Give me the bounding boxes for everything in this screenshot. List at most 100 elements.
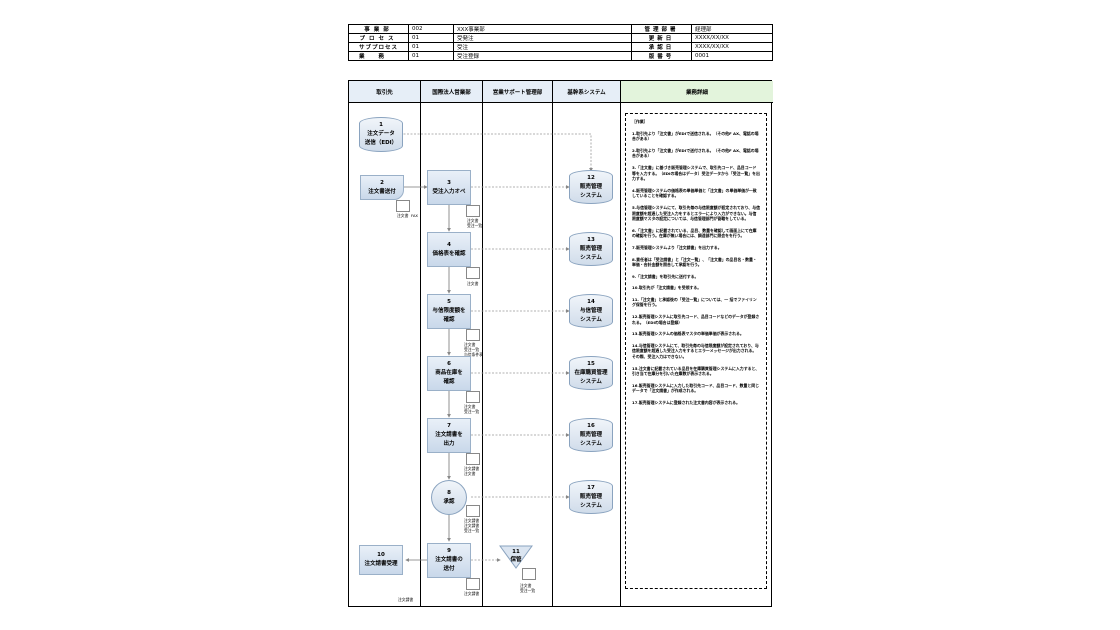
storage-triangle-icon — [499, 545, 533, 569]
doc-label: FAX — [411, 213, 419, 218]
document-icon — [466, 391, 480, 403]
step-label: 販売管理 — [579, 493, 602, 500]
step-3-order-entry[interactable]: 3 受注入力オペ — [427, 170, 471, 205]
detail-item: 4.販売管理システムの価格表の単価単価と「注文書」の単価単価が一致していることを… — [632, 187, 757, 199]
step-label: 出力 — [443, 441, 455, 447]
step-2-order-send[interactable]: 2 注文書送付 — [360, 175, 404, 200]
step-label: 注文請書を — [435, 432, 463, 438]
step-number: 16 — [587, 422, 595, 429]
lane-header-system: 基幹系システム — [553, 81, 621, 103]
step-number: 3 — [447, 179, 451, 186]
doc-label: 注文書 — [520, 583, 532, 588]
step-5-credit-limit-check[interactable]: 5 与信限度額を 確認 — [427, 294, 471, 329]
doc-label: 受注一覧 — [464, 528, 480, 533]
lane-header-detail: 業務詳細 — [621, 81, 773, 103]
step-number: 12 — [587, 174, 595, 181]
step-1-edi-send[interactable]: 1 注文データ 送信（EDI） — [359, 117, 403, 152]
step-label: 受注入力オペ — [432, 188, 466, 195]
step-label: 保管 — [510, 557, 522, 563]
doc-label: 注文書 — [467, 281, 479, 286]
step-number: 2 — [380, 179, 384, 186]
step-label: 確認 — [443, 317, 455, 323]
step-label: 販売管理 — [579, 183, 602, 190]
step-number: 14 — [587, 298, 595, 305]
lane-header-support: 営業サポート管理部 — [483, 81, 553, 103]
step-number: 11 — [512, 549, 520, 555]
document-icon — [466, 205, 480, 217]
doc-label: 注文書 — [467, 218, 479, 223]
step-label: 販売管理 — [579, 245, 602, 252]
doc-label: 注文書 — [464, 342, 476, 347]
doc-label: 注文書 — [464, 471, 476, 476]
document-icon — [396, 200, 410, 212]
step-label: 商品在庫を — [435, 370, 463, 376]
step-label: 送付 — [443, 566, 455, 572]
step-label: システム — [580, 192, 602, 199]
doc-label: 与信条件表 — [464, 352, 483, 357]
doc-label: 注文請書 — [398, 597, 414, 602]
step-number: 13 — [587, 236, 595, 243]
lane-divider — [420, 103, 421, 606]
lane-divider — [552, 103, 553, 606]
step-number: 6 — [447, 361, 451, 367]
step-label: 確認 — [443, 379, 455, 385]
step-label: システム — [580, 378, 602, 385]
doc-label: 注文請書 — [464, 518, 480, 523]
step-label: 注文データ — [367, 131, 395, 137]
doc-label: 受注一覧 — [467, 223, 483, 228]
doc-label: 受注一覧 — [464, 409, 480, 414]
detail-item: 3.「注文書」に基づき販売管理システムで、取引先コード、品目コード等を入力する。… — [632, 164, 760, 182]
step-label: システム — [580, 254, 602, 261]
step-10-receive-confirmation[interactable]: 10 注文請書受理 — [359, 545, 403, 575]
detail-item: 16.販売管理システムに入力した取引先コード、品目コード、数量と同じデータで「注… — [632, 382, 760, 394]
detail-item: 15.注文書に記載されている品目を在庫購買管理システムに入力すると、引き当て在庫… — [632, 365, 760, 377]
system-17-sales-mgmt[interactable]: 17 販売管理 システム — [569, 480, 613, 514]
step-label: 注文請書の — [435, 557, 463, 563]
doc-label: 注文書 — [464, 404, 476, 409]
step-label: システム — [580, 316, 602, 323]
doc-label: 注文請書 — [464, 591, 480, 596]
detail-item: 6.「注文書」に記載されている、品目、数量を確認して画面上にて在庫の確認を行う。… — [632, 227, 757, 239]
system-14-credit-mgmt[interactable]: 14 与信管理 システム — [569, 294, 613, 328]
detail-item: 14.与信管理システムにて、取引先毎の与信限度額が設定されており、与信限度額を超… — [632, 342, 759, 360]
detail-item: 10.取引先が「注文請書」を受領する。 — [632, 285, 702, 291]
detail-item: 13.販売管理システムの価格表マスタの単価単価が表示される。 — [632, 331, 744, 337]
step-label: 与信限度額を — [432, 308, 466, 314]
step-9-send-confirmation[interactable]: 9 注文請書の 送付 — [427, 543, 471, 578]
detail-item: 11.「注文書」と承認後の「受注一覧」については、一 括でファイリング保管を行う… — [632, 296, 757, 308]
step-label: 承認 — [443, 498, 455, 505]
lane-header-customer: 取引先 — [349, 81, 421, 103]
step-4-price-check[interactable]: 4 価格表を確認 — [427, 232, 471, 267]
document-icon — [522, 568, 536, 580]
system-13-sales-mgmt[interactable]: 13 販売管理 システム — [569, 232, 613, 266]
system-15-inventory-mgmt[interactable]: 15 在庫購買管理 システム — [569, 356, 613, 390]
document-icon — [466, 453, 480, 465]
step-8-approval[interactable]: 8 承認 — [431, 480, 467, 515]
step-number: 7 — [447, 423, 451, 429]
lane-header-sales: 国際法人営業部 — [421, 81, 483, 103]
detail-item: 8.責任者は「受注請書」と「注文一覧」、「注文書」の品目名・数量・単価・合計金額… — [632, 256, 757, 268]
system-16-sales-mgmt[interactable]: 16 販売管理 システム — [569, 418, 613, 452]
step-label: 注文請書受理 — [364, 561, 398, 567]
step-6-stock-check[interactable]: 6 商品在庫を 確認 — [427, 356, 471, 391]
doc-label: 受注一覧 — [464, 347, 480, 352]
step-11-storage[interactable]: 11 保管 — [503, 548, 529, 564]
header-row: 事業部 002 XXX事業部 管理部署 経理部 — [348, 24, 773, 34]
doc-label: 注文請書 — [464, 523, 480, 528]
header-value: 0001 — [691, 51, 773, 61]
detail-title: ［作業］ — [632, 119, 648, 124]
step-number: 8 — [447, 489, 451, 496]
detail-item: 17.販売管理システムに登録された注文書内容が表示される。 — [632, 400, 740, 405]
step-label: システム — [580, 502, 602, 509]
step-label: 送信（EDI） — [364, 140, 398, 146]
header-info-table: 事業部 002 XXX事業部 管理部署 経理部 プロセス 01 受発注 更新日 … — [348, 24, 773, 61]
header-row: プロセス 01 受発注 更新日 XXXX/XX/XX — [348, 33, 773, 43]
step-number: 5 — [447, 299, 451, 305]
step-number: 17 — [587, 484, 595, 491]
detail-item: 7.販売管理システムより「注文請書」を出力する。 — [632, 244, 722, 250]
system-12-sales-mgmt[interactable]: 12 販売管理 システム — [569, 170, 613, 204]
task-detail-box: ［作業］ 1.取引先より「注文書」がEDIで送信される。（その他F AX、電話の… — [625, 113, 767, 589]
step-7-print-confirmation[interactable]: 7 注文請書を 出力 — [427, 418, 471, 453]
step-label: 与信管理 — [579, 307, 602, 314]
step-number: 4 — [447, 241, 451, 248]
